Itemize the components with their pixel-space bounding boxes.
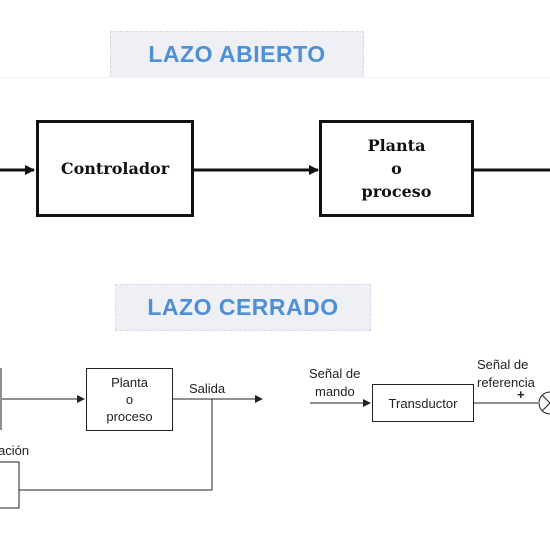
closed-plant-line1: Planta xyxy=(111,375,148,390)
closed-loop-title-text: LAZO CERRADO xyxy=(147,294,339,320)
open-loop-title-text: LAZO ABIERTO xyxy=(148,41,326,67)
plant-label-line1: Planta xyxy=(367,136,426,155)
partial-label: ación xyxy=(0,443,30,458)
open-loop-title: LAZO ABIERTO xyxy=(110,31,364,78)
closed-loop-title: LAZO CERRADO xyxy=(115,284,371,331)
summing-junction xyxy=(538,391,550,415)
feedback-box-edge xyxy=(0,461,20,509)
command-signal-line1: Señal de xyxy=(309,366,361,381)
transducer-label: Transductor xyxy=(388,395,458,411)
controller-box: Controlador xyxy=(36,120,194,217)
output-label: Salida xyxy=(189,381,226,396)
reference-signal-line2: referencia xyxy=(477,375,535,390)
plant-label-line2: o xyxy=(391,159,402,178)
command-signal-line2: mando xyxy=(315,384,355,399)
transducer-box: Transductor xyxy=(372,384,474,422)
closed-plant-line2: o xyxy=(125,392,134,407)
plant-box: Planta o proceso xyxy=(319,120,474,217)
closed-plant-box: Planta o proceso xyxy=(86,368,173,431)
closed-plant-line3: proceso xyxy=(106,409,153,424)
reference-signal-line1: Señal de xyxy=(477,357,529,372)
plant-label-line3: proceso xyxy=(361,182,432,201)
controller-label: Controlador xyxy=(60,159,170,178)
plus-sign: + xyxy=(517,387,525,402)
divider xyxy=(0,77,550,78)
